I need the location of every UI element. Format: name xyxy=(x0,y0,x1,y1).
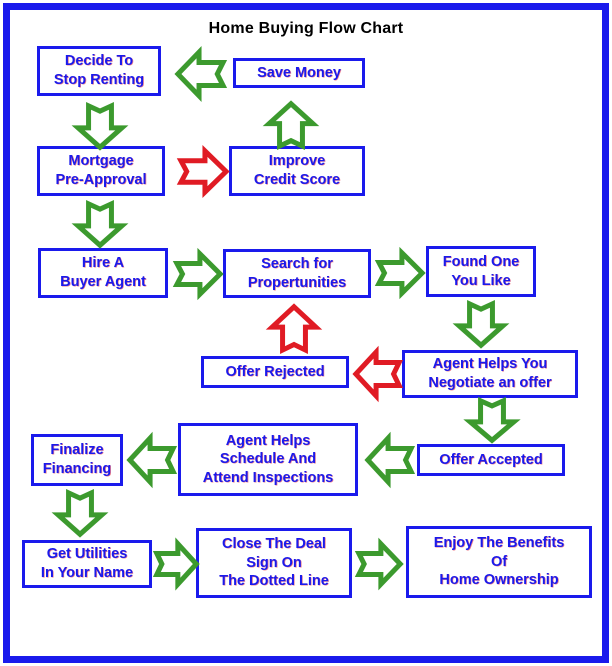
page-title: Home Buying Flow Chart xyxy=(208,20,404,37)
flow-node-enjoy_benefits[interactable]: Enjoy The Benefits Of Home Ownership xyxy=(406,526,592,598)
flow-node-offer_accepted[interactable]: Offer Accepted xyxy=(417,444,565,476)
flow-arrow-finalize-to-get-utilities xyxy=(54,492,106,536)
flow-node-save_money[interactable]: Save Money xyxy=(233,58,365,88)
flow-arrow-offer-rejected-to-search xyxy=(268,305,320,351)
flow-arrow-decide-to-mortgage xyxy=(74,105,126,149)
flow-node-hire_buyer_agent[interactable]: Hire A Buyer Agent xyxy=(38,248,168,298)
flow-node-offer_rejected[interactable]: Offer Rejected xyxy=(201,356,349,388)
flow-node-get_utilities[interactable]: Get Utilities In Your Name xyxy=(22,540,152,588)
flow-node-mortgage_preapproval[interactable]: Mortgage Pre-Approval xyxy=(37,146,165,196)
flow-arrow-get-utilities-to-close xyxy=(156,540,198,588)
flow-node-finalize_financing[interactable]: Finalize Financing xyxy=(31,434,123,486)
flow-arrow-search-to-found-one xyxy=(378,249,424,297)
flow-node-close_the_deal[interactable]: Close The Deal Sign On The Dotted Line xyxy=(196,528,352,598)
flow-arrow-save-money-to-decide xyxy=(176,48,224,100)
flow-arrow-negotiate-to-offer-rejected xyxy=(354,348,400,400)
flow-arrow-mortgage-to-improve-credit xyxy=(180,147,228,196)
flow-node-agent_negotiate[interactable]: Agent Helps You Negotiate an offer xyxy=(402,350,578,398)
flow-node-agent_inspections[interactable]: Agent Helps Schedule And Attend Inspecti… xyxy=(178,423,358,496)
flow-node-decide_stop_renting[interactable]: Decide To Stop Renting xyxy=(37,46,161,96)
flow-arrow-improve-credit-to-save xyxy=(265,102,317,147)
flow-node-search_properties[interactable]: Search for Propertunities xyxy=(223,249,371,298)
flow-node-improve_credit_score[interactable]: Improve Credit Score xyxy=(229,146,365,196)
flow-arrow-offer-accepted-to-inspect xyxy=(366,434,412,486)
flow-arrow-close-to-enjoy xyxy=(358,540,402,588)
flow-arrow-negotiate-to-offer-accepted xyxy=(466,400,518,442)
flow-arrow-found-one-to-negotiate xyxy=(455,303,507,347)
flow-arrow-hire-agent-to-search xyxy=(176,250,222,298)
flow-node-found_one_you_like[interactable]: Found One You Like xyxy=(426,246,536,297)
flow-arrow-inspect-to-finalize xyxy=(128,434,174,486)
flow-arrow-mortgage-to-hire-agent xyxy=(74,203,126,247)
